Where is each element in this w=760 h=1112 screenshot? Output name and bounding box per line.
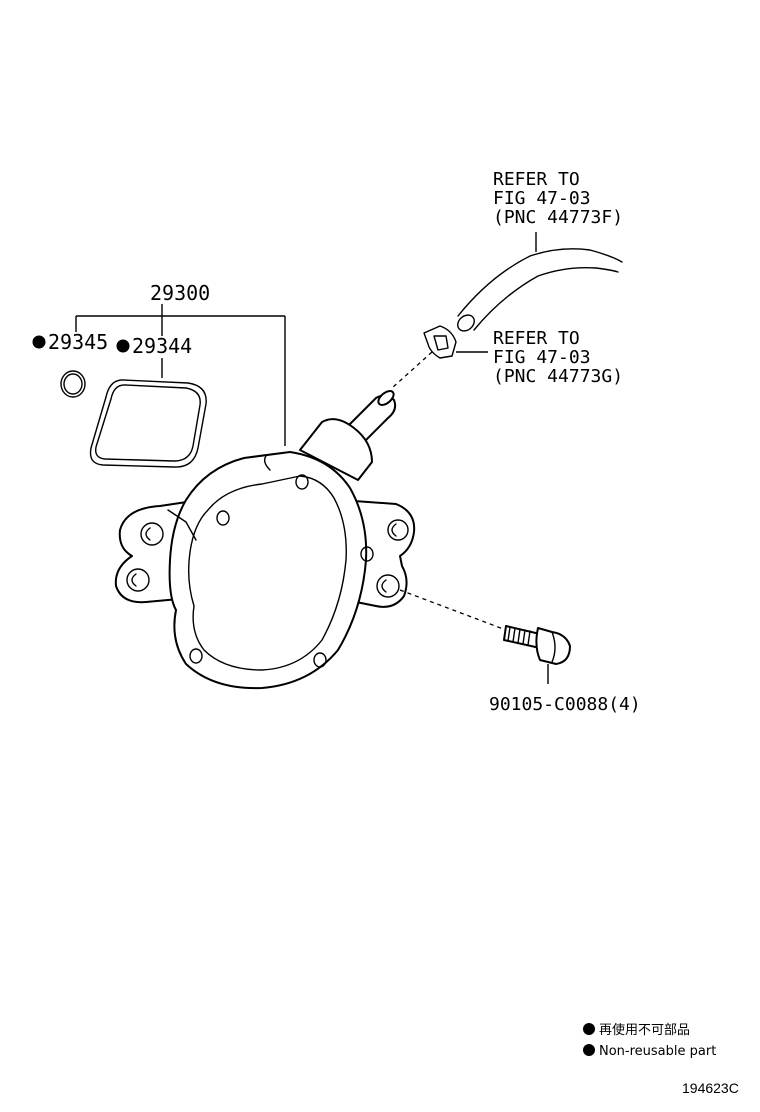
assembly-part-number: 29300: [150, 281, 210, 305]
legend-marker: [583, 1044, 595, 1056]
clip-reference: REFER TO FIG 47-03 (PNC 44773G): [493, 328, 623, 387]
gasket-drawing: [89, 379, 207, 468]
non-reusable-marker: [116, 339, 130, 353]
oring-part-number: 29345: [48, 330, 108, 354]
assembly-leader-lines: [75, 304, 286, 446]
hose-ref-line-1: REFER TO: [493, 169, 580, 190]
non-reusable-marker: [32, 335, 46, 349]
legend-english: Non-reusable part: [599, 1044, 716, 1059]
legend-japanese: 再使用不可部品: [599, 1022, 690, 1038]
gasket-part-number: 29344: [132, 334, 192, 358]
vacuum-pump-drawing: [114, 390, 416, 690]
oring-drawing: [60, 370, 86, 398]
legend: 再使用不可部品 Non-reusable part: [583, 1022, 716, 1059]
clip-ref-line-1: REFER TO: [493, 328, 580, 349]
bolt-alignment-line: [399, 589, 507, 631]
hose-reference: REFER TO FIG 47-03 (PNC 44773F): [493, 169, 623, 228]
hose-ref-line-3: (PNC 44773F): [493, 207, 623, 228]
clip-drawing: [423, 325, 488, 359]
bolt-part-number: 90105-C0088(4): [489, 694, 641, 715]
hose-drawing: [457, 232, 623, 332]
clip-ref-line-2: FIG 47-03: [493, 347, 591, 368]
clip-ref-line-3: (PNC 44773G): [493, 366, 623, 387]
figure-id: 194623C: [682, 1080, 739, 1096]
bolt-drawing: [503, 625, 571, 684]
legend-marker: [583, 1023, 595, 1035]
clip-alignment-line: [391, 351, 433, 389]
hose-ref-line-2: FIG 47-03: [493, 188, 591, 209]
